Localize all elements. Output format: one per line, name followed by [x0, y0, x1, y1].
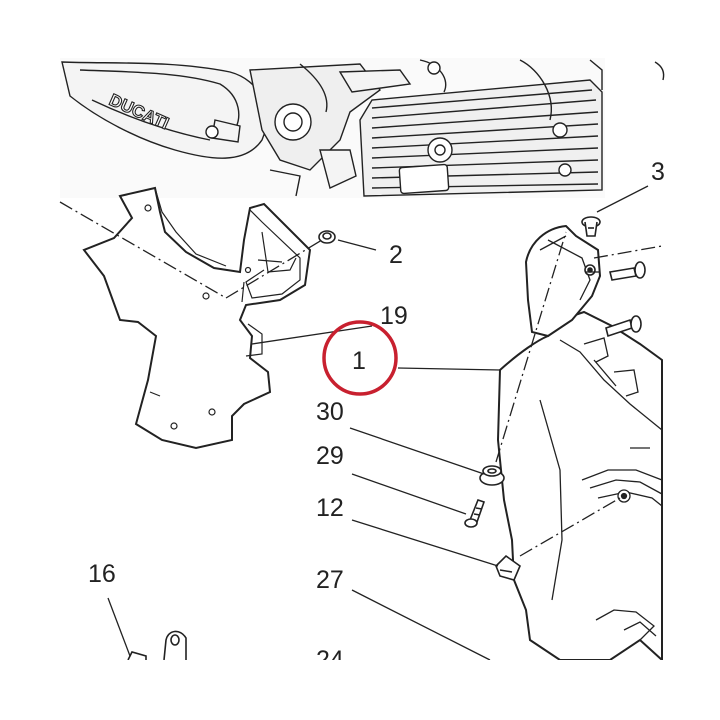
highlight-ring	[322, 320, 398, 396]
part-12-clip	[495, 554, 521, 581]
callout-29: 29	[316, 442, 344, 470]
part-29-screw	[464, 499, 486, 528]
right-fasteners	[581, 216, 646, 338]
callout-2: 2	[389, 241, 403, 269]
part-2-washer	[318, 230, 336, 244]
callout-24: 24	[316, 648, 344, 660]
callout-30: 30	[316, 398, 344, 426]
callout-19: 19	[380, 302, 408, 330]
callout-12: 12	[316, 494, 344, 522]
part-19-cover	[82, 186, 312, 450]
callout-16: 16	[88, 560, 116, 588]
part-1-details	[539, 235, 663, 641]
assembly-axis-lines	[59, 201, 663, 557]
part-16-bracket	[127, 630, 187, 661]
callout-3: 3	[651, 158, 665, 186]
engine-illustration	[60, 58, 605, 198]
callout-27: 27	[316, 566, 344, 594]
part-30-grommet	[479, 465, 505, 486]
bottom-margin	[0, 660, 720, 720]
part-1-fairing	[496, 224, 663, 663]
callout-leader-lines	[107, 185, 649, 661]
callout-1: 1	[352, 347, 366, 375]
